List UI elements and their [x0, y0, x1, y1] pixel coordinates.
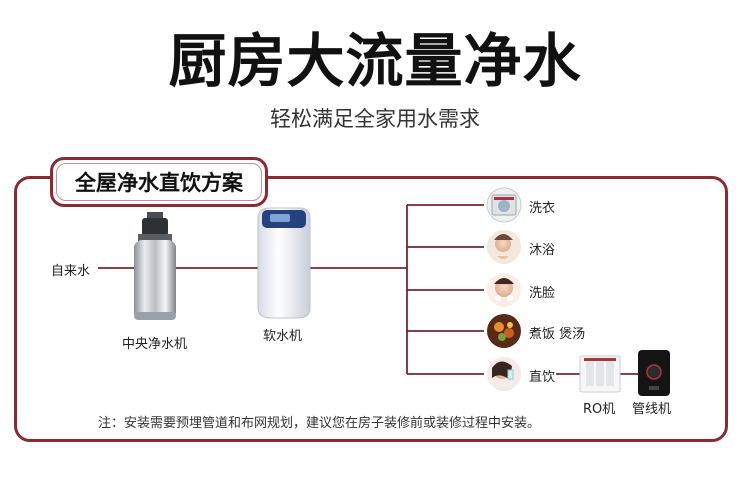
ro-label: RO机	[583, 402, 616, 417]
washing-machine-icon	[486, 187, 522, 223]
output-label-cooking: 煮饭 煲汤	[529, 327, 586, 342]
face-wash-icon	[487, 273, 521, 307]
output-label-shower: 沐浴	[529, 243, 556, 258]
softener-label: 软水机	[263, 329, 303, 344]
page-title: 厨房大流量净水	[168, 27, 582, 95]
source-label: 自来水	[51, 264, 91, 279]
central-purifier-image	[134, 212, 176, 320]
cooking-icon	[487, 314, 521, 348]
drinking-icon	[487, 357, 521, 391]
output-label-laundry: 洗衣	[529, 201, 556, 216]
section-label: 全屋净水直饮方案	[75, 171, 243, 195]
pipe-lines	[98, 204, 638, 375]
page-subtitle: 轻松满足全家用水需求	[270, 107, 480, 131]
pipeline-machine-image	[638, 350, 670, 396]
output-label-drinking: 直饮	[529, 370, 556, 385]
scheme-frame	[14, 176, 728, 442]
output-label-face-wash: 洗脸	[529, 286, 556, 301]
footnote: 注：安装需要预埋管道和布网规划，建议您在房子装修前或装修过程中安装。	[98, 416, 541, 431]
shower-icon	[487, 230, 521, 264]
ro-machine-image	[579, 355, 621, 393]
pipeline-label: 管线机	[632, 402, 672, 417]
softener-image	[257, 207, 311, 319]
central-purifier-label: 中央净水机	[122, 337, 188, 352]
